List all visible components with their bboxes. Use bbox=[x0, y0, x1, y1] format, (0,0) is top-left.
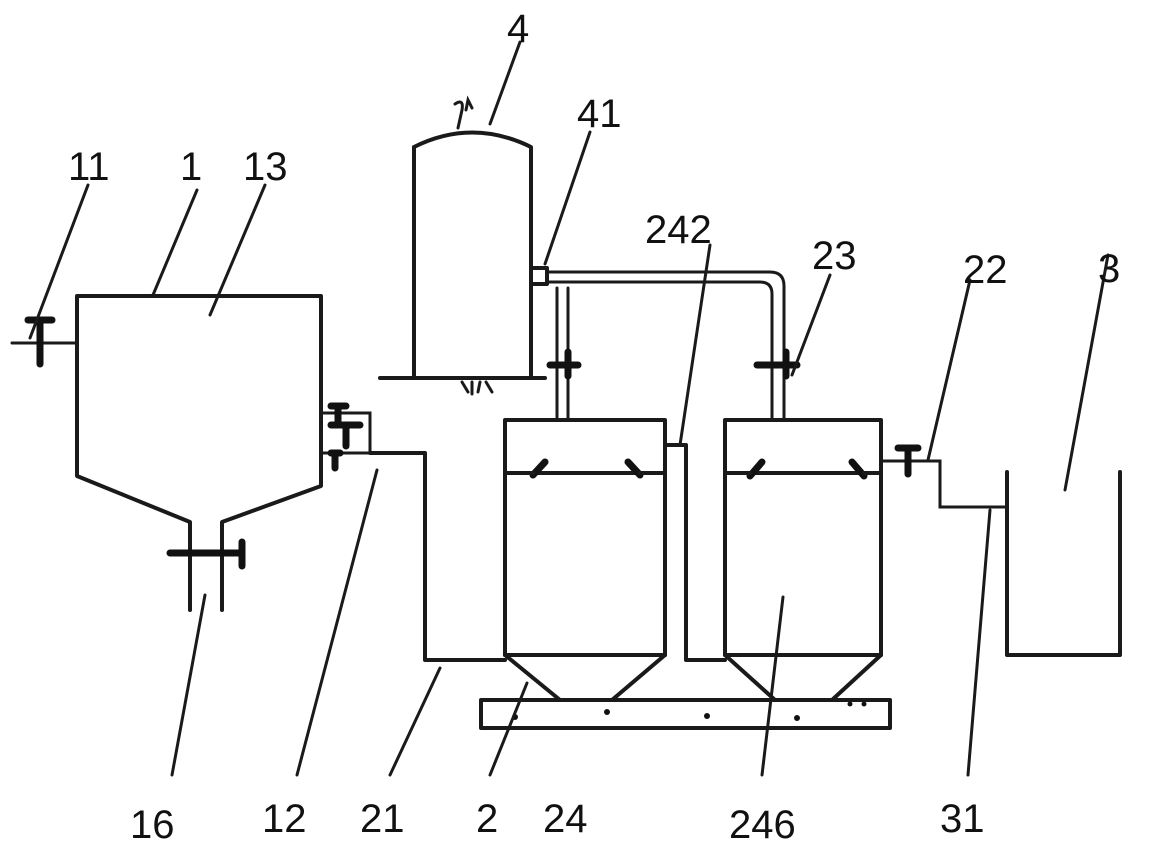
label-22: 22 bbox=[963, 248, 1008, 292]
inlet-valve-11 bbox=[10, 316, 79, 368]
label-24: 24 bbox=[543, 797, 588, 841]
pipe-242 bbox=[663, 443, 727, 662]
tank-1 bbox=[75, 294, 323, 612]
tank-4 bbox=[378, 95, 547, 396]
outlet-22 bbox=[879, 444, 1007, 509]
packing-246 bbox=[723, 471, 883, 657]
outlet-valve-16 bbox=[166, 538, 246, 570]
packing-24 bbox=[503, 471, 667, 657]
pipe-21 bbox=[368, 451, 507, 662]
label-3: 3 bbox=[1098, 247, 1120, 291]
tank-3 bbox=[1005, 470, 1122, 657]
label-13: 13 bbox=[243, 145, 288, 189]
label-246: 246 bbox=[729, 803, 796, 847]
label-41: 41 bbox=[577, 92, 622, 136]
label-1: 1 bbox=[180, 145, 202, 189]
leader-lines bbox=[28, 40, 1110, 777]
label-21: 21 bbox=[360, 797, 405, 841]
label-31: 31 bbox=[940, 797, 985, 841]
label-23: 23 bbox=[812, 234, 857, 278]
base-plate bbox=[479, 698, 892, 730]
connector-41 bbox=[529, 266, 549, 286]
label-16: 16 bbox=[130, 803, 175, 847]
label-12: 12 bbox=[262, 797, 307, 841]
label-4: 4 bbox=[507, 7, 529, 51]
reactor-right bbox=[723, 418, 883, 702]
valve-12 bbox=[319, 402, 372, 472]
label-242: 242 bbox=[645, 208, 712, 252]
gas-pipes bbox=[545, 270, 801, 422]
reactor-2 bbox=[503, 418, 667, 702]
label-11: 11 bbox=[68, 145, 110, 189]
label-2: 2 bbox=[476, 797, 498, 841]
